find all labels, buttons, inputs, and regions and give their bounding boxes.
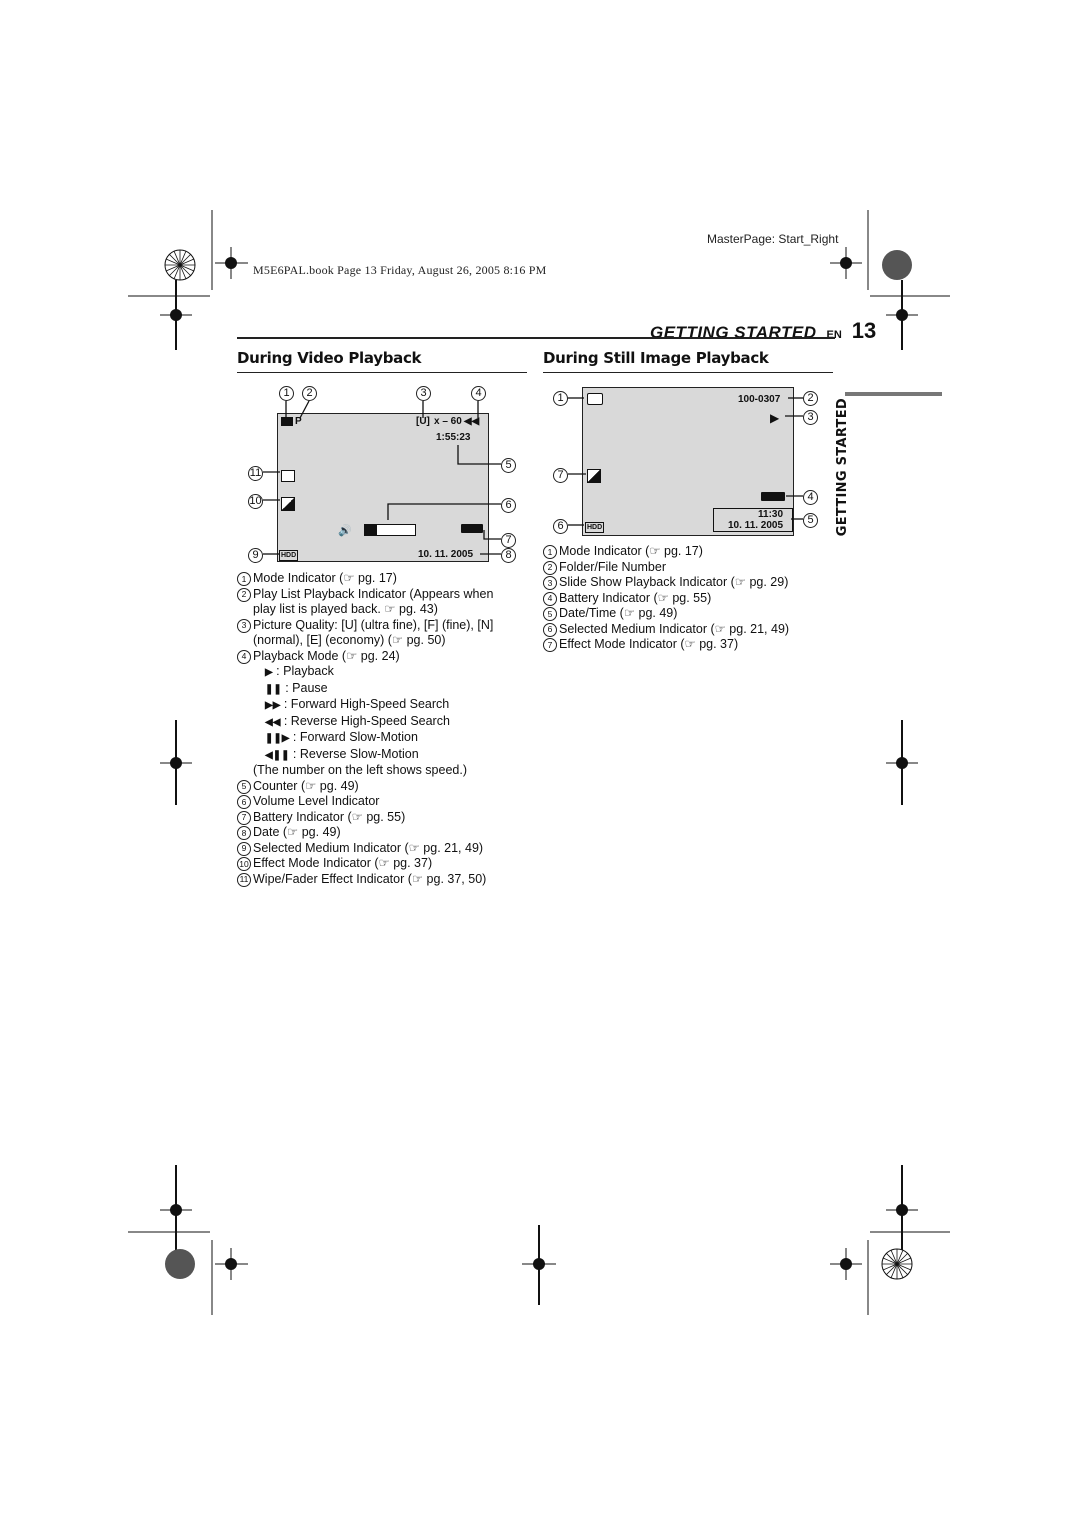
- camera-mode-icon: [587, 393, 603, 405]
- playback-counter: 1:55:23: [436, 432, 471, 443]
- date-time-box: [713, 508, 793, 532]
- video-title-rule: [237, 372, 527, 373]
- callout-6: 6: [501, 498, 516, 513]
- registration-circle: [164, 249, 913, 1280]
- picture-quality: [U]: [416, 416, 430, 427]
- forward-slow-icon: ❚❚▶: [265, 733, 290, 744]
- still-section-title: During Still Image Playback: [543, 349, 769, 367]
- volume-level-bar: [364, 524, 416, 536]
- callout-5: 5: [803, 513, 818, 528]
- header-rule: [237, 337, 835, 339]
- volume-level-fill: [365, 525, 377, 535]
- callout-2: 2: [803, 391, 818, 406]
- playback-date: 10. 11. 2005: [418, 549, 474, 560]
- playback-mode-item: ❚❚ : Pause: [265, 680, 328, 695]
- battery-icon: [761, 492, 785, 501]
- speaker-icon: 🔊: [338, 525, 352, 537]
- playlist-indicator: P: [295, 416, 302, 427]
- playback-mode-item: ❚❚▶ : Forward Slow-Motion: [265, 730, 418, 744]
- video-leader-lines: [263, 400, 501, 555]
- playback-mode-item: ▶ : Playback: [265, 664, 334, 678]
- slideshow-play-icon: ▶: [770, 411, 780, 425]
- callout-4: 4: [803, 490, 818, 505]
- callout-6: 6: [553, 519, 568, 534]
- still-date: 10. 11. 2005: [728, 520, 784, 531]
- still-title-rule: [543, 372, 833, 373]
- callout-2: 2: [302, 386, 317, 401]
- playback-speed-value: x – 60: [434, 416, 462, 427]
- reverse-search-icon: ◀◀: [463, 416, 480, 427]
- callout-11: 11: [248, 466, 263, 481]
- video-section-title: During Video Playback: [237, 349, 422, 367]
- still-time: 11:30: [758, 509, 784, 520]
- callout-3: 3: [803, 410, 818, 425]
- still-leader-lines: [568, 397, 803, 526]
- callout-7: 7: [553, 468, 568, 483]
- playback-speed: x – 60 ◀◀: [434, 416, 479, 427]
- effect-mode-icon: [281, 497, 295, 511]
- playback-mode-item: ▶▶ : Forward High-Speed Search: [265, 697, 450, 711]
- pause-icon: ❚❚: [265, 683, 282, 695]
- callout-9: 9: [248, 548, 263, 563]
- callout-5: 5: [501, 458, 516, 473]
- playback-mode-item: ◀❚❚ : Reverse Slow-Motion: [265, 746, 419, 761]
- book-info-line: M5E6PAL.book Page 13 Friday, August 26, …: [253, 263, 547, 277]
- callout-8: 8: [501, 548, 516, 563]
- playback-mode-item: ◀◀ : Reverse High-Speed Search: [265, 713, 450, 728]
- video-playback-screen: P [U] x – 60 ◀◀ 1:55:23 🔊 HDD 10. 11. 20…: [277, 413, 489, 562]
- speed-note: (The number on the left shows speed.): [253, 763, 468, 777]
- folder-file-number: 100-0307: [738, 394, 781, 405]
- side-tab-bar: [845, 392, 942, 396]
- wipe-fader-icon: [281, 470, 295, 482]
- callout-4: 4: [471, 386, 486, 401]
- masterpage-label: MasterPage: Start_Right: [707, 232, 839, 246]
- callout-7: 7: [501, 533, 516, 548]
- forward-search-icon: ▶▶: [265, 700, 281, 711]
- play-icon: ▶: [265, 667, 273, 678]
- page-number: 13: [851, 318, 877, 343]
- battery-icon: [461, 524, 483, 533]
- hdd-icon: HDD: [585, 522, 605, 533]
- video-mode-icon: [281, 417, 293, 426]
- effect-mode-icon: [587, 469, 601, 483]
- callout-3: 3: [416, 386, 431, 401]
- reverse-slow-icon: ◀❚❚: [265, 749, 290, 761]
- callout-1: 1: [553, 391, 568, 406]
- reverse-search-icon: ◀◀: [265, 716, 281, 728]
- still-playback-screen: 100-0307 ▶ 11:30 10. 11. 2005 HDD: [582, 387, 794, 536]
- callout-1: 1: [279, 386, 294, 401]
- hdd-icon: HDD: [279, 550, 299, 561]
- callout-10: 10: [248, 494, 263, 509]
